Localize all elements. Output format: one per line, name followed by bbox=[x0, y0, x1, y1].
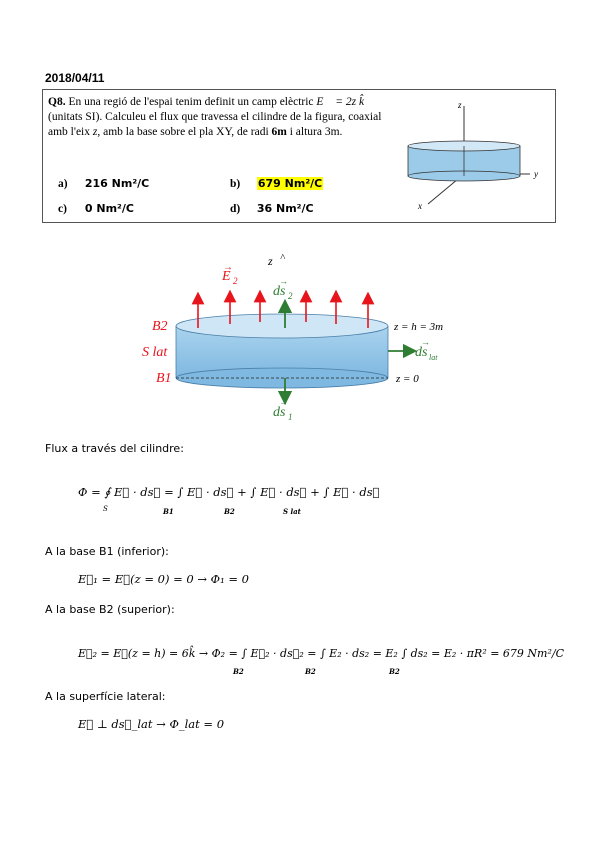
lateral-equation: E⃗ ⊥ ds⃗_lat → Φ_lat = 0 bbox=[78, 717, 225, 731]
integral-b2-label: B2 bbox=[224, 507, 235, 516]
question-text-2: (unitats SI). Calculeu el flux que trave… bbox=[48, 111, 346, 123]
integral-b1-label: B1 bbox=[163, 507, 174, 516]
cylinder-diagram: z ˄ E 2 → ds 2 → ds 1 → ds lat → B2 S la… bbox=[142, 252, 443, 422]
b2-integral-label-2: B2 bbox=[305, 667, 316, 676]
option-c[interactable]: c) 0 Nm²/C bbox=[58, 202, 134, 215]
z-axis-arrow-icon: ˄ bbox=[280, 252, 286, 263]
e2-label: E bbox=[221, 269, 231, 284]
option-b-value: 679 Nm²/C bbox=[256, 177, 324, 190]
small-x-label: x bbox=[417, 201, 422, 211]
b1-heading: A la base B1 (inferior): bbox=[45, 545, 169, 558]
z-axis-label: z bbox=[267, 254, 273, 268]
b2-label: B2 bbox=[152, 319, 168, 334]
b2-heading: A la base B2 (superior): bbox=[45, 603, 175, 616]
height-value: 3m. bbox=[324, 126, 343, 138]
flux-heading: Flux a través del cilindre: bbox=[45, 442, 184, 455]
b2-integral-label-3: B2 bbox=[389, 667, 400, 676]
b1-equation: E⃗₁ = E⃗(z = 0) = 0 → Φ₁ = 0 bbox=[78, 572, 249, 586]
ds1-vector-arrow-icon: → bbox=[279, 397, 288, 407]
slat-label: S lat bbox=[142, 345, 168, 360]
question-text-5: i altura bbox=[289, 126, 322, 138]
flux-equation: Φ = ∮ E⃗ · ds⃗ = ∫ E⃗ · ds⃗ + ∫ E⃗ · ds⃗… bbox=[78, 485, 380, 499]
small-cylinder-figure: z y x bbox=[407, 100, 538, 211]
option-d-value: 36 Nm²/C bbox=[256, 202, 314, 215]
ds2-label: ds bbox=[273, 284, 286, 299]
date: 2018/04/11 bbox=[45, 71, 105, 85]
e2-vector-arrow-icon: → bbox=[223, 262, 233, 273]
question-text: Q8. En una regió de l'espai tenim defini… bbox=[48, 95, 398, 140]
option-a-label: a) bbox=[58, 178, 68, 190]
lateral-heading: A la superfície lateral: bbox=[45, 690, 166, 703]
option-b[interactable]: b) 679 Nm²/C bbox=[230, 177, 324, 190]
question-number: Q8. bbox=[48, 96, 66, 108]
integral-slat-label: S lat bbox=[283, 507, 301, 516]
ds2-vector-arrow-icon: → bbox=[279, 276, 288, 286]
small-y-label: y bbox=[533, 169, 538, 179]
option-d[interactable]: d) 36 Nm²/C bbox=[230, 202, 314, 215]
option-c-value: 0 Nm²/C bbox=[84, 202, 134, 215]
question-text-3: coaxial amb l'eix bbox=[48, 111, 382, 138]
b2-integral-label-1: B2 bbox=[233, 667, 244, 676]
e2-subscript: 2 bbox=[233, 276, 238, 286]
integral-s-label: S bbox=[103, 505, 108, 513]
dslat-subscript: lat bbox=[429, 353, 438, 362]
z-bottom-annotation: z = 0 bbox=[395, 373, 419, 385]
radius-value: 6m bbox=[271, 126, 287, 138]
b2-equation: E⃗₂ = E⃗(z = h) = 6k̂ → Φ₂ = ∫ E⃗₂ · ds⃗… bbox=[78, 647, 565, 660]
axis-name: z bbox=[92, 126, 98, 138]
question-text-1: En una regió de l'espai tenim definit un… bbox=[68, 96, 314, 108]
question-text-4: , amb la base sobre el pla XY, de radi bbox=[97, 126, 269, 138]
dslat-vector-arrow-icon: → bbox=[421, 337, 430, 347]
question-box bbox=[42, 89, 556, 223]
option-a[interactable]: a) 216 Nm²/C bbox=[58, 177, 149, 190]
option-c-label: c) bbox=[58, 203, 67, 215]
small-z-label: z bbox=[457, 100, 462, 110]
cylinder-top bbox=[175, 313, 389, 339]
option-a-value: 216 Nm²/C bbox=[84, 177, 150, 190]
b1-label: B1 bbox=[156, 371, 172, 386]
option-b-label: b) bbox=[230, 178, 241, 190]
z-top-annotation: z = h = 3m bbox=[393, 321, 443, 333]
ds1-subscript: 1 bbox=[288, 412, 293, 422]
ds1-label: ds bbox=[273, 405, 286, 420]
option-d-label: d) bbox=[230, 203, 241, 215]
field-expression: E⃗ = 2z k̂ bbox=[316, 96, 365, 108]
dslat-label: ds bbox=[415, 345, 428, 360]
ds2-subscript: 2 bbox=[288, 291, 293, 301]
